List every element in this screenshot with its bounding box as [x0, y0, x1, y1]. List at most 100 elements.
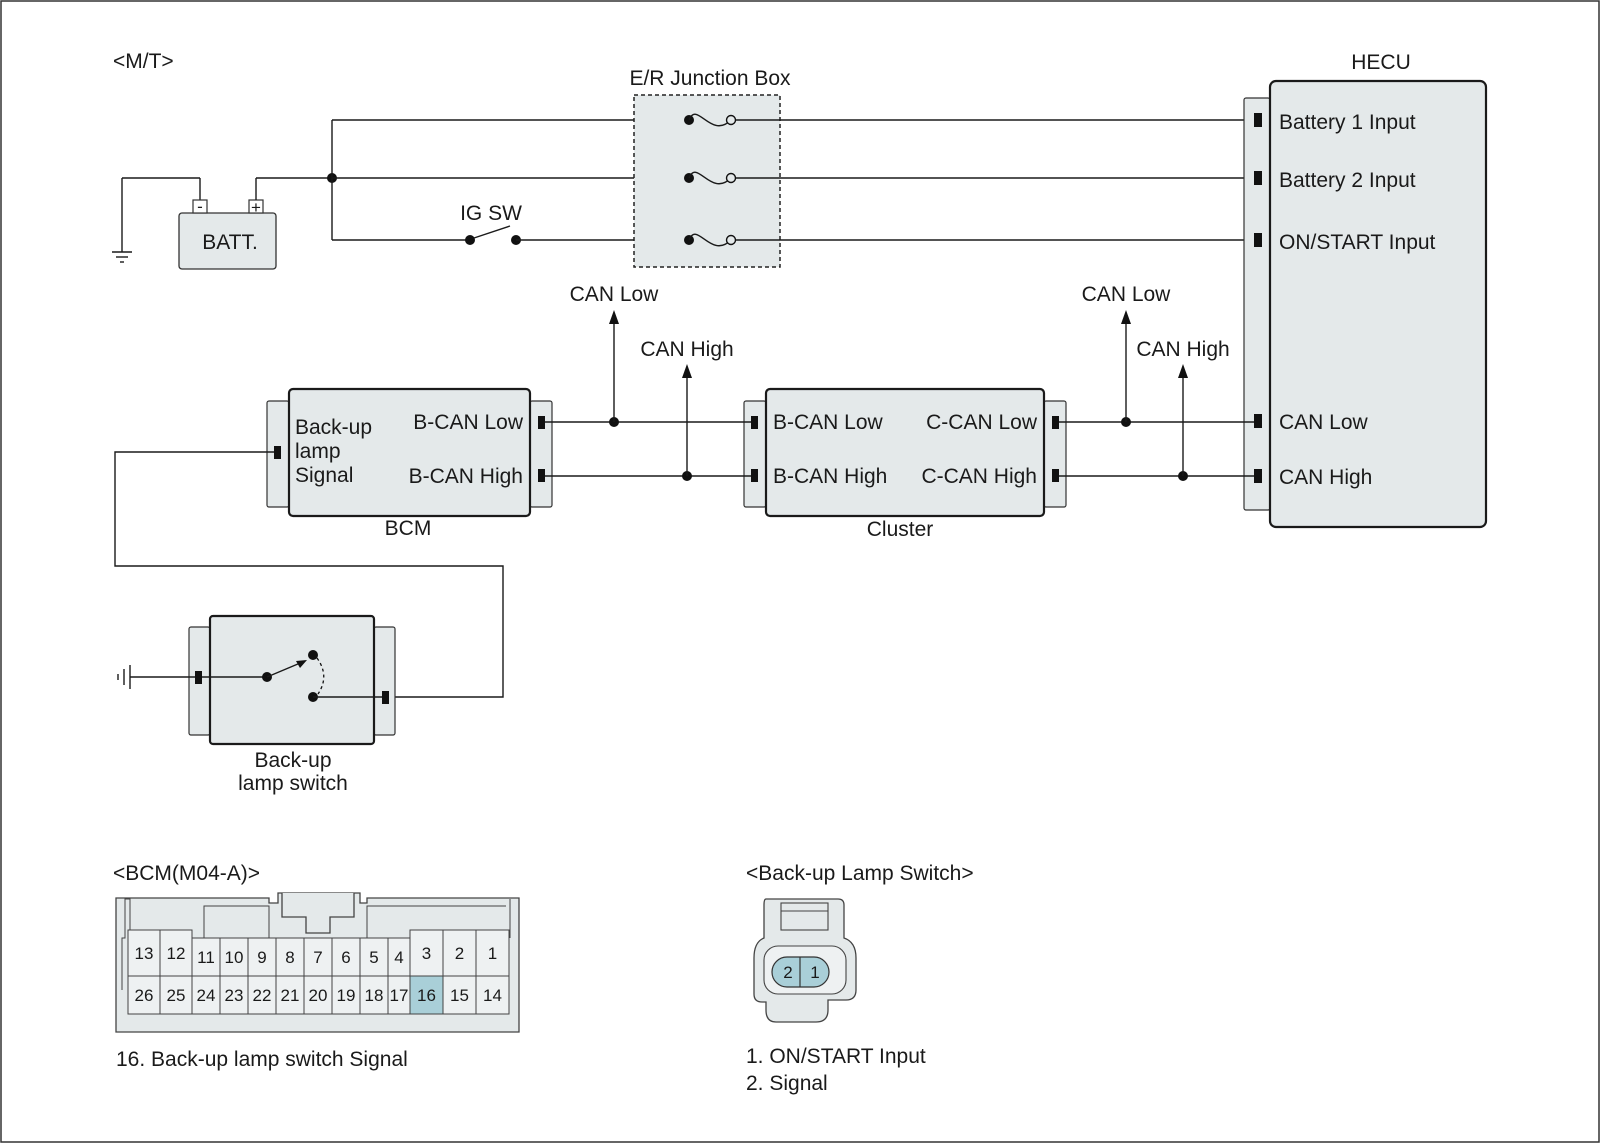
hecu-body: [1268, 79, 1488, 529]
hecu-pin: [1254, 113, 1262, 127]
bcm-pin-number: 24: [197, 986, 216, 1005]
can-low-tap1-label: CAN Low: [570, 283, 660, 306]
hecu-label: HECU: [1351, 51, 1411, 74]
bcm-pin-number: 17: [390, 986, 409, 1005]
fuse-icon: [684, 171, 737, 185]
bcm-pin-number: 13: [135, 944, 154, 963]
bcm-connector-latch: [281, 893, 355, 934]
bcm-signal-label-line3: Signal: [295, 464, 353, 487]
bcm-pin-number: 11: [197, 948, 215, 967]
bcm-pin-cell: [219, 975, 249, 1015]
cluster-pin: [751, 469, 758, 482]
bcm-connector-title: <BCM(M04-A)>: [113, 862, 260, 885]
ig-switch: IG SW: [460, 202, 522, 245]
hecu-pin: [1254, 469, 1262, 483]
bcm-module: Back-up lamp Signal B-CAN Low B-CAN High…: [266, 387, 553, 540]
bcm-pin-number: 6: [341, 948, 350, 967]
bcm-pin-number: 10: [225, 948, 244, 967]
bcm-pin: [274, 446, 281, 459]
battery-minus-sign: -: [197, 197, 203, 216]
can-high-tap2-label: CAN High: [1136, 338, 1229, 361]
bcm-pin-number: 23: [225, 986, 244, 1005]
switch-connector: 2 1: [753, 898, 857, 1023]
can-high-tap1-label: CAN High: [640, 338, 733, 361]
battery-plus-sign: +: [251, 198, 261, 217]
bcm-pin-cell: [275, 975, 305, 1015]
switch-connector-pin-1: 1: [810, 963, 819, 982]
bcm-bcan-low-label: B-CAN Low: [413, 411, 524, 434]
bcm-pin-number: 25: [167, 986, 186, 1005]
switch-connector-pin-2: 2: [783, 963, 792, 982]
switch-contact-arrow-icon: [296, 660, 307, 668]
battery: - + BATT.: [178, 197, 277, 270]
switch-label-line2: lamp switch: [238, 772, 348, 795]
switch-right-bezel: [373, 626, 396, 736]
switch-connector-title: <Back-up Lamp Switch>: [746, 862, 974, 885]
cluster-pin: [1052, 469, 1059, 482]
bcm-pin-cell: [159, 975, 193, 1015]
switch-pin: [195, 671, 202, 684]
bcm-pin-cell: [303, 975, 333, 1015]
cluster-ccan-high-label: C-CAN High: [921, 465, 1037, 488]
bcm-signal-label-line2: lamp: [295, 440, 341, 463]
bcm-pin-number: 4: [394, 948, 403, 967]
bcm-connector-cells: 1326122511241023922821720619518417316215…: [127, 929, 510, 1015]
bcm-pin-cell-highlighted: [409, 975, 444, 1015]
bcm-pin-cell: [331, 975, 361, 1015]
hecu-pin: [1254, 171, 1262, 185]
ground-icon: [117, 665, 131, 689]
bcm-pin-number: 16: [417, 986, 436, 1005]
switch-body: [208, 614, 376, 746]
bcm-bcan-high-label: B-CAN High: [409, 465, 523, 488]
bcm-pin-number: 9: [257, 948, 266, 967]
arrow-up-icon: [1178, 364, 1188, 378]
fuse-icon: [684, 233, 737, 247]
switch-connector-legend-1: 1. ON/START Input: [746, 1045, 926, 1068]
hecu-module: HECU Battery 1 Input Battery 2 Input ON/…: [1243, 51, 1488, 529]
bcm-pin-number: 14: [483, 986, 502, 1005]
arrow-up-icon: [609, 310, 619, 324]
bcm-pin-number: 1: [488, 944, 497, 963]
bcm-signal-label-line1: Back-up: [295, 416, 372, 439]
variant-label: <M/T>: [113, 50, 174, 73]
bcm-pin-number: 3: [422, 944, 431, 963]
bcm-connector: 1326122511241023922821720619518417316215…: [115, 892, 520, 1033]
bcm-pin-number: 12: [167, 944, 186, 963]
bcm-body: [287, 387, 532, 518]
hecu-battery1-label: Battery 1 Input: [1279, 111, 1416, 134]
hecu-can-high-label: CAN High: [1279, 466, 1372, 489]
junction-box-outline: [633, 94, 781, 268]
bcm-pin-cell: [475, 929, 510, 977]
bcm-pin: [538, 469, 545, 482]
cluster-ccan-low-label: C-CAN Low: [926, 411, 1038, 434]
bcm-pin-number: 8: [285, 948, 294, 967]
switch-connector-legend-2: 2. Signal: [746, 1072, 828, 1095]
switch-label-line1: Back-up: [254, 749, 331, 772]
cluster-module: B-CAN Low B-CAN High C-CAN Low C-CAN Hig…: [743, 387, 1067, 541]
cluster-pin: [751, 416, 758, 429]
hecu-battery2-label: Battery 2 Input: [1279, 169, 1416, 192]
cluster-bcan-high-label: B-CAN High: [773, 465, 887, 488]
bcm-pin-number: 7: [313, 948, 322, 967]
cluster-body: [764, 387, 1046, 518]
fuse-icon: [684, 113, 737, 127]
bcm-pin-cell: [159, 929, 193, 977]
hecu-pin: [1254, 233, 1262, 247]
cluster-bcan-low-label: B-CAN Low: [773, 411, 884, 434]
hecu-pin: [1254, 414, 1262, 428]
bcm-pin-cell: [409, 929, 444, 977]
bcm-pin-number: 20: [309, 986, 328, 1005]
can-low-tap2-label: CAN Low: [1082, 283, 1172, 306]
ig-switch-label: IG SW: [460, 202, 522, 225]
bcm-pin-number: 21: [281, 986, 300, 1005]
bcm-pin-cell: [475, 975, 510, 1015]
arrow-up-icon: [1121, 310, 1131, 324]
switch-pin: [382, 691, 389, 704]
cluster-label: Cluster: [867, 518, 934, 541]
bcm-pin-number: 19: [337, 986, 356, 1005]
ground-icon: [112, 178, 132, 263]
bcm-label: BCM: [385, 517, 432, 540]
bcm-pin: [538, 416, 545, 429]
hecu-can-low-label: CAN Low: [1279, 411, 1369, 434]
hecu-connector-bezel: [1243, 97, 1271, 511]
